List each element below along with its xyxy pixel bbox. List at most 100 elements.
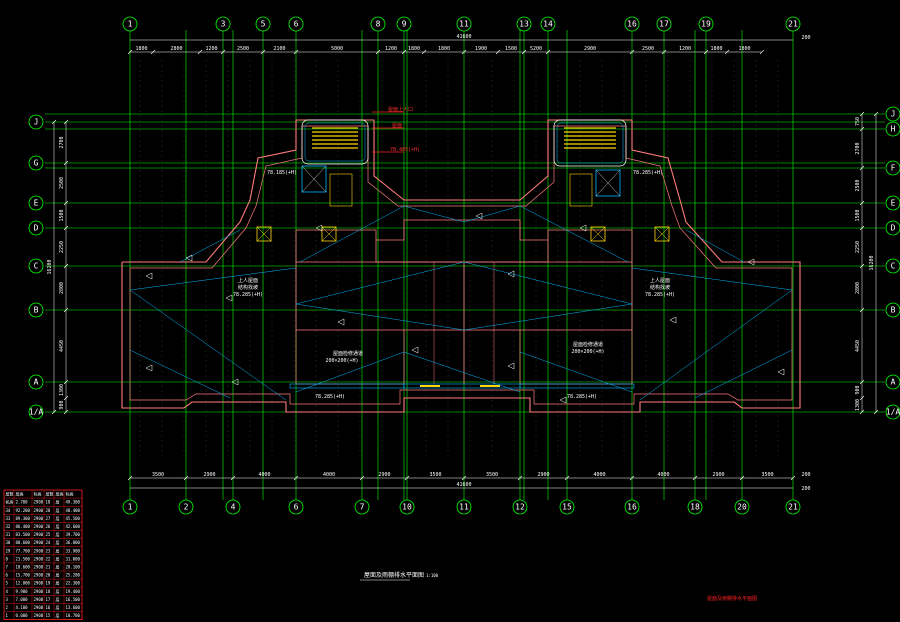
axis-bubble-label: 1: [128, 20, 133, 29]
axis-bubble-label: 10: [402, 503, 412, 512]
table-cell: 45.500: [66, 516, 81, 521]
table-cell: 7.000: [16, 597, 29, 602]
dimension-tick: [220, 49, 226, 55]
dimension-text: 1500: [855, 209, 861, 221]
axis-bubble: [215, 16, 231, 32]
drainage-slope-line: [129, 349, 231, 399]
room-label: 屋面检修通道: [573, 341, 603, 348]
axis-bubble: [28, 258, 44, 274]
dimension-text: 1300: [59, 384, 65, 396]
axis-bubble: [540, 16, 556, 32]
axis-bubble-label: 3: [221, 20, 226, 29]
dimension-text: 1200: [385, 46, 397, 52]
axis-bubble-label: 1/A: [886, 408, 900, 417]
table-cell: 48.400: [66, 508, 81, 513]
table-cell: 2900: [34, 613, 44, 618]
dimension-text: 4450: [855, 340, 861, 352]
dimension-tick: [127, 475, 133, 481]
dimension-tick: [629, 49, 635, 55]
dimension-text: 3500: [486, 472, 498, 478]
dimension-tick: [63, 160, 69, 166]
dimension-text: 2900: [584, 46, 596, 52]
dimension-tick: [260, 49, 266, 55]
table-cell: 42.600: [66, 524, 81, 529]
room-label: 78.285(+H): [315, 394, 345, 400]
elevator-left: [301, 165, 327, 193]
table-cell: 19: [46, 581, 51, 586]
table-cell: 89.300: [16, 516, 31, 521]
drainage-slope-line: [129, 289, 287, 401]
table-cell: 33: [6, 516, 11, 521]
dimension-tick: [63, 379, 69, 385]
dimension-text: 900: [855, 385, 861, 394]
axis-bubble-label: 21: [788, 503, 798, 512]
axis-bubble-label: E: [34, 199, 39, 208]
drainage-slope-line: [295, 351, 405, 393]
dimension-text: 1300: [855, 399, 861, 411]
drawing-title: 屋面及雨棚排水平面图: [364, 571, 424, 579]
drain-arrow: [411, 346, 419, 354]
axis-bubble-label: B: [891, 306, 896, 315]
dimension-tick: [150, 49, 156, 55]
vent-box-x: [256, 226, 272, 242]
dimension-text: 2250: [59, 241, 65, 253]
red-note: 屋面上人口: [388, 106, 413, 113]
axis-bubble-label: 15: [562, 503, 572, 512]
drainage-slope-line: [639, 289, 793, 401]
stair-core-right: [553, 119, 627, 167]
drain-arrow: [231, 378, 239, 386]
table-cell: 25.200: [66, 573, 81, 578]
axis-bubble-label: 6: [294, 503, 299, 512]
axis-bubble: [885, 220, 900, 236]
table-cell: 层: [56, 507, 60, 513]
axis-bubble: [512, 499, 528, 515]
drain-arrow: [579, 224, 587, 232]
drain-arrow: [145, 364, 153, 372]
drainage-slope-line: [694, 349, 793, 399]
axis-bubble-label: A: [891, 378, 896, 387]
dimension-tick: [859, 111, 865, 117]
dimension-text: 1800: [738, 46, 750, 52]
axis-bubble: [225, 499, 241, 515]
elevator-left-x: [301, 165, 327, 193]
dimension-tick: [63, 225, 69, 231]
drain-arrow: [559, 396, 567, 404]
dimension-text: 3500: [152, 472, 164, 478]
table-cell: 2900: [34, 524, 44, 529]
table-cell: 层: [56, 596, 60, 602]
dimension-tick: [421, 49, 427, 55]
room-label: 78.285(+H): [567, 394, 597, 400]
drainage-slope-line: [295, 261, 465, 305]
table-cell: 13.600: [66, 605, 81, 610]
table-cell: 25: [46, 532, 51, 537]
table-cell: 2.700: [16, 500, 29, 505]
axis-bubble: [656, 16, 672, 32]
table-cell: 7: [6, 565, 9, 570]
dimension-tick: [859, 379, 865, 385]
axis-bubble-label: 19: [701, 20, 711, 29]
table-cell: 22: [46, 556, 51, 561]
table-cell: 29: [6, 548, 11, 553]
dimension-tick: [51, 119, 57, 125]
table-cell: 77.700: [16, 548, 31, 553]
axis-bubble: [698, 16, 714, 32]
dimension-text: 5000: [331, 46, 343, 52]
table-cell: 33.900: [66, 548, 81, 553]
table-cell: 2900: [34, 508, 44, 513]
axis-bubble: [28, 155, 44, 171]
drainage-slope-line: [463, 303, 633, 331]
table-cell: 2900: [34, 556, 44, 561]
drainage-slope-line: [403, 351, 521, 393]
axis-bubble-label: 12: [515, 503, 525, 512]
drain-arrow: [315, 224, 323, 232]
dimension-tick: [517, 475, 523, 481]
table-cell: 2900: [34, 581, 44, 586]
table-cell: 16.500: [66, 597, 81, 602]
vent-box: [654, 226, 670, 242]
drawing-scale: 1:100: [426, 573, 439, 578]
dimension-tick: [375, 49, 381, 55]
axis-bubble-label: 17: [659, 20, 669, 29]
table-cell: 24: [46, 540, 51, 545]
